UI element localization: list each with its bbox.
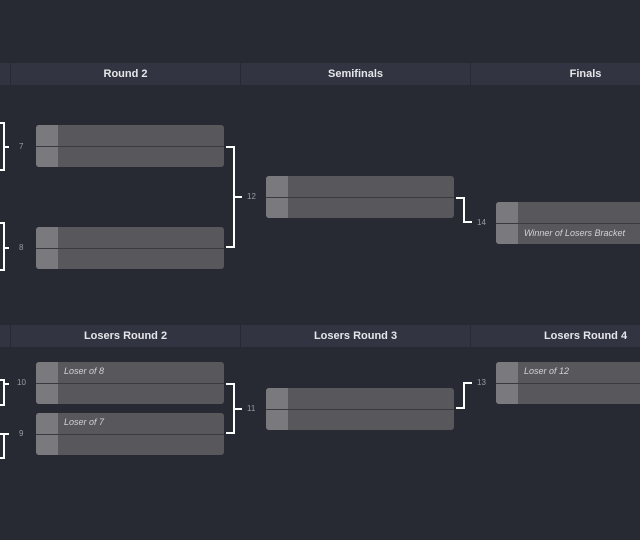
participant-name bbox=[58, 249, 224, 269]
participant-name bbox=[288, 198, 454, 218]
match-slot-top[interactable]: Loser of 12 bbox=[496, 362, 640, 383]
match-slot-top[interactable] bbox=[36, 125, 224, 146]
seed bbox=[36, 125, 58, 146]
participant-name: Loser of 7 bbox=[64, 417, 105, 427]
match-number: 12 bbox=[247, 192, 256, 201]
match-7[interactable] bbox=[36, 125, 224, 167]
match-slot-top[interactable]: Loser of 7 bbox=[36, 413, 224, 434]
match-slot-top[interactable] bbox=[36, 227, 224, 248]
participant-name bbox=[58, 384, 224, 404]
match-13[interactable]: Loser of 12 bbox=[496, 362, 640, 404]
seed bbox=[266, 198, 288, 218]
seed bbox=[36, 227, 58, 248]
header-losers-round-1 bbox=[0, 325, 10, 347]
match-slot-bottom[interactable] bbox=[266, 409, 454, 430]
participant-name bbox=[288, 388, 454, 409]
match-slot-top[interactable] bbox=[496, 202, 640, 223]
match-slot-top[interactable] bbox=[266, 388, 454, 409]
participant-name: Loser of 8 bbox=[64, 366, 105, 376]
participant-name bbox=[288, 410, 454, 430]
match-number: 14 bbox=[477, 218, 486, 227]
participant-name bbox=[518, 384, 640, 404]
header-losers-round-2: Losers Round 2 bbox=[11, 325, 240, 347]
header-round-2: Round 2 bbox=[11, 63, 240, 85]
seed bbox=[36, 362, 58, 383]
seed bbox=[496, 384, 518, 404]
participant-name bbox=[58, 227, 224, 248]
match-slot-top[interactable]: Loser of 8 bbox=[36, 362, 224, 383]
participant-name bbox=[518, 202, 640, 223]
match-number: 8 bbox=[19, 243, 24, 252]
match-number: 10 bbox=[17, 378, 26, 387]
participant-name: Winner of Losers Bracket bbox=[524, 228, 625, 238]
seed bbox=[36, 413, 58, 434]
match-slot-bottom[interactable] bbox=[266, 197, 454, 218]
match-slot-bottom[interactable]: Winner of Losers Bracket bbox=[496, 223, 640, 244]
participant-name bbox=[58, 147, 224, 167]
header-losers-round-4: Losers Round 4 bbox=[471, 325, 640, 347]
match-8[interactable] bbox=[36, 227, 224, 269]
seed bbox=[496, 202, 518, 223]
participant-name: Loser of 12 bbox=[524, 366, 570, 376]
header-losers-round-3: Losers Round 3 bbox=[241, 325, 470, 347]
match-12[interactable] bbox=[266, 176, 454, 218]
seed bbox=[36, 147, 58, 167]
seed bbox=[496, 362, 518, 383]
seed bbox=[36, 435, 58, 455]
seed bbox=[496, 224, 518, 244]
header-finals: Finals bbox=[471, 63, 640, 85]
match-11[interactable] bbox=[266, 388, 454, 430]
seed bbox=[36, 384, 58, 404]
match-slot-bottom[interactable] bbox=[496, 383, 640, 404]
participant-name bbox=[58, 125, 224, 146]
participant-name bbox=[58, 435, 224, 455]
match-number: 7 bbox=[19, 142, 24, 151]
match-slot-bottom[interactable] bbox=[36, 248, 224, 269]
participant-name bbox=[288, 176, 454, 197]
match-slot-bottom[interactable] bbox=[36, 383, 224, 404]
match-9[interactable]: Loser of 7 bbox=[36, 413, 224, 455]
match-slot-top[interactable] bbox=[266, 176, 454, 197]
match-slot-bottom[interactable] bbox=[36, 146, 224, 167]
seed bbox=[266, 410, 288, 430]
seed bbox=[36, 249, 58, 269]
match-number: 11 bbox=[247, 404, 256, 413]
match-slot-bottom[interactable] bbox=[36, 434, 224, 455]
seed bbox=[266, 176, 288, 197]
match-number: 13 bbox=[477, 378, 486, 387]
match-14[interactable]: Winner of Losers Bracket bbox=[496, 202, 640, 244]
header-semifinals: Semifinals bbox=[241, 63, 470, 85]
header-round-1 bbox=[0, 63, 10, 85]
match-number: 9 bbox=[19, 429, 24, 438]
match-10[interactable]: Loser of 8 bbox=[36, 362, 224, 404]
seed bbox=[266, 388, 288, 409]
